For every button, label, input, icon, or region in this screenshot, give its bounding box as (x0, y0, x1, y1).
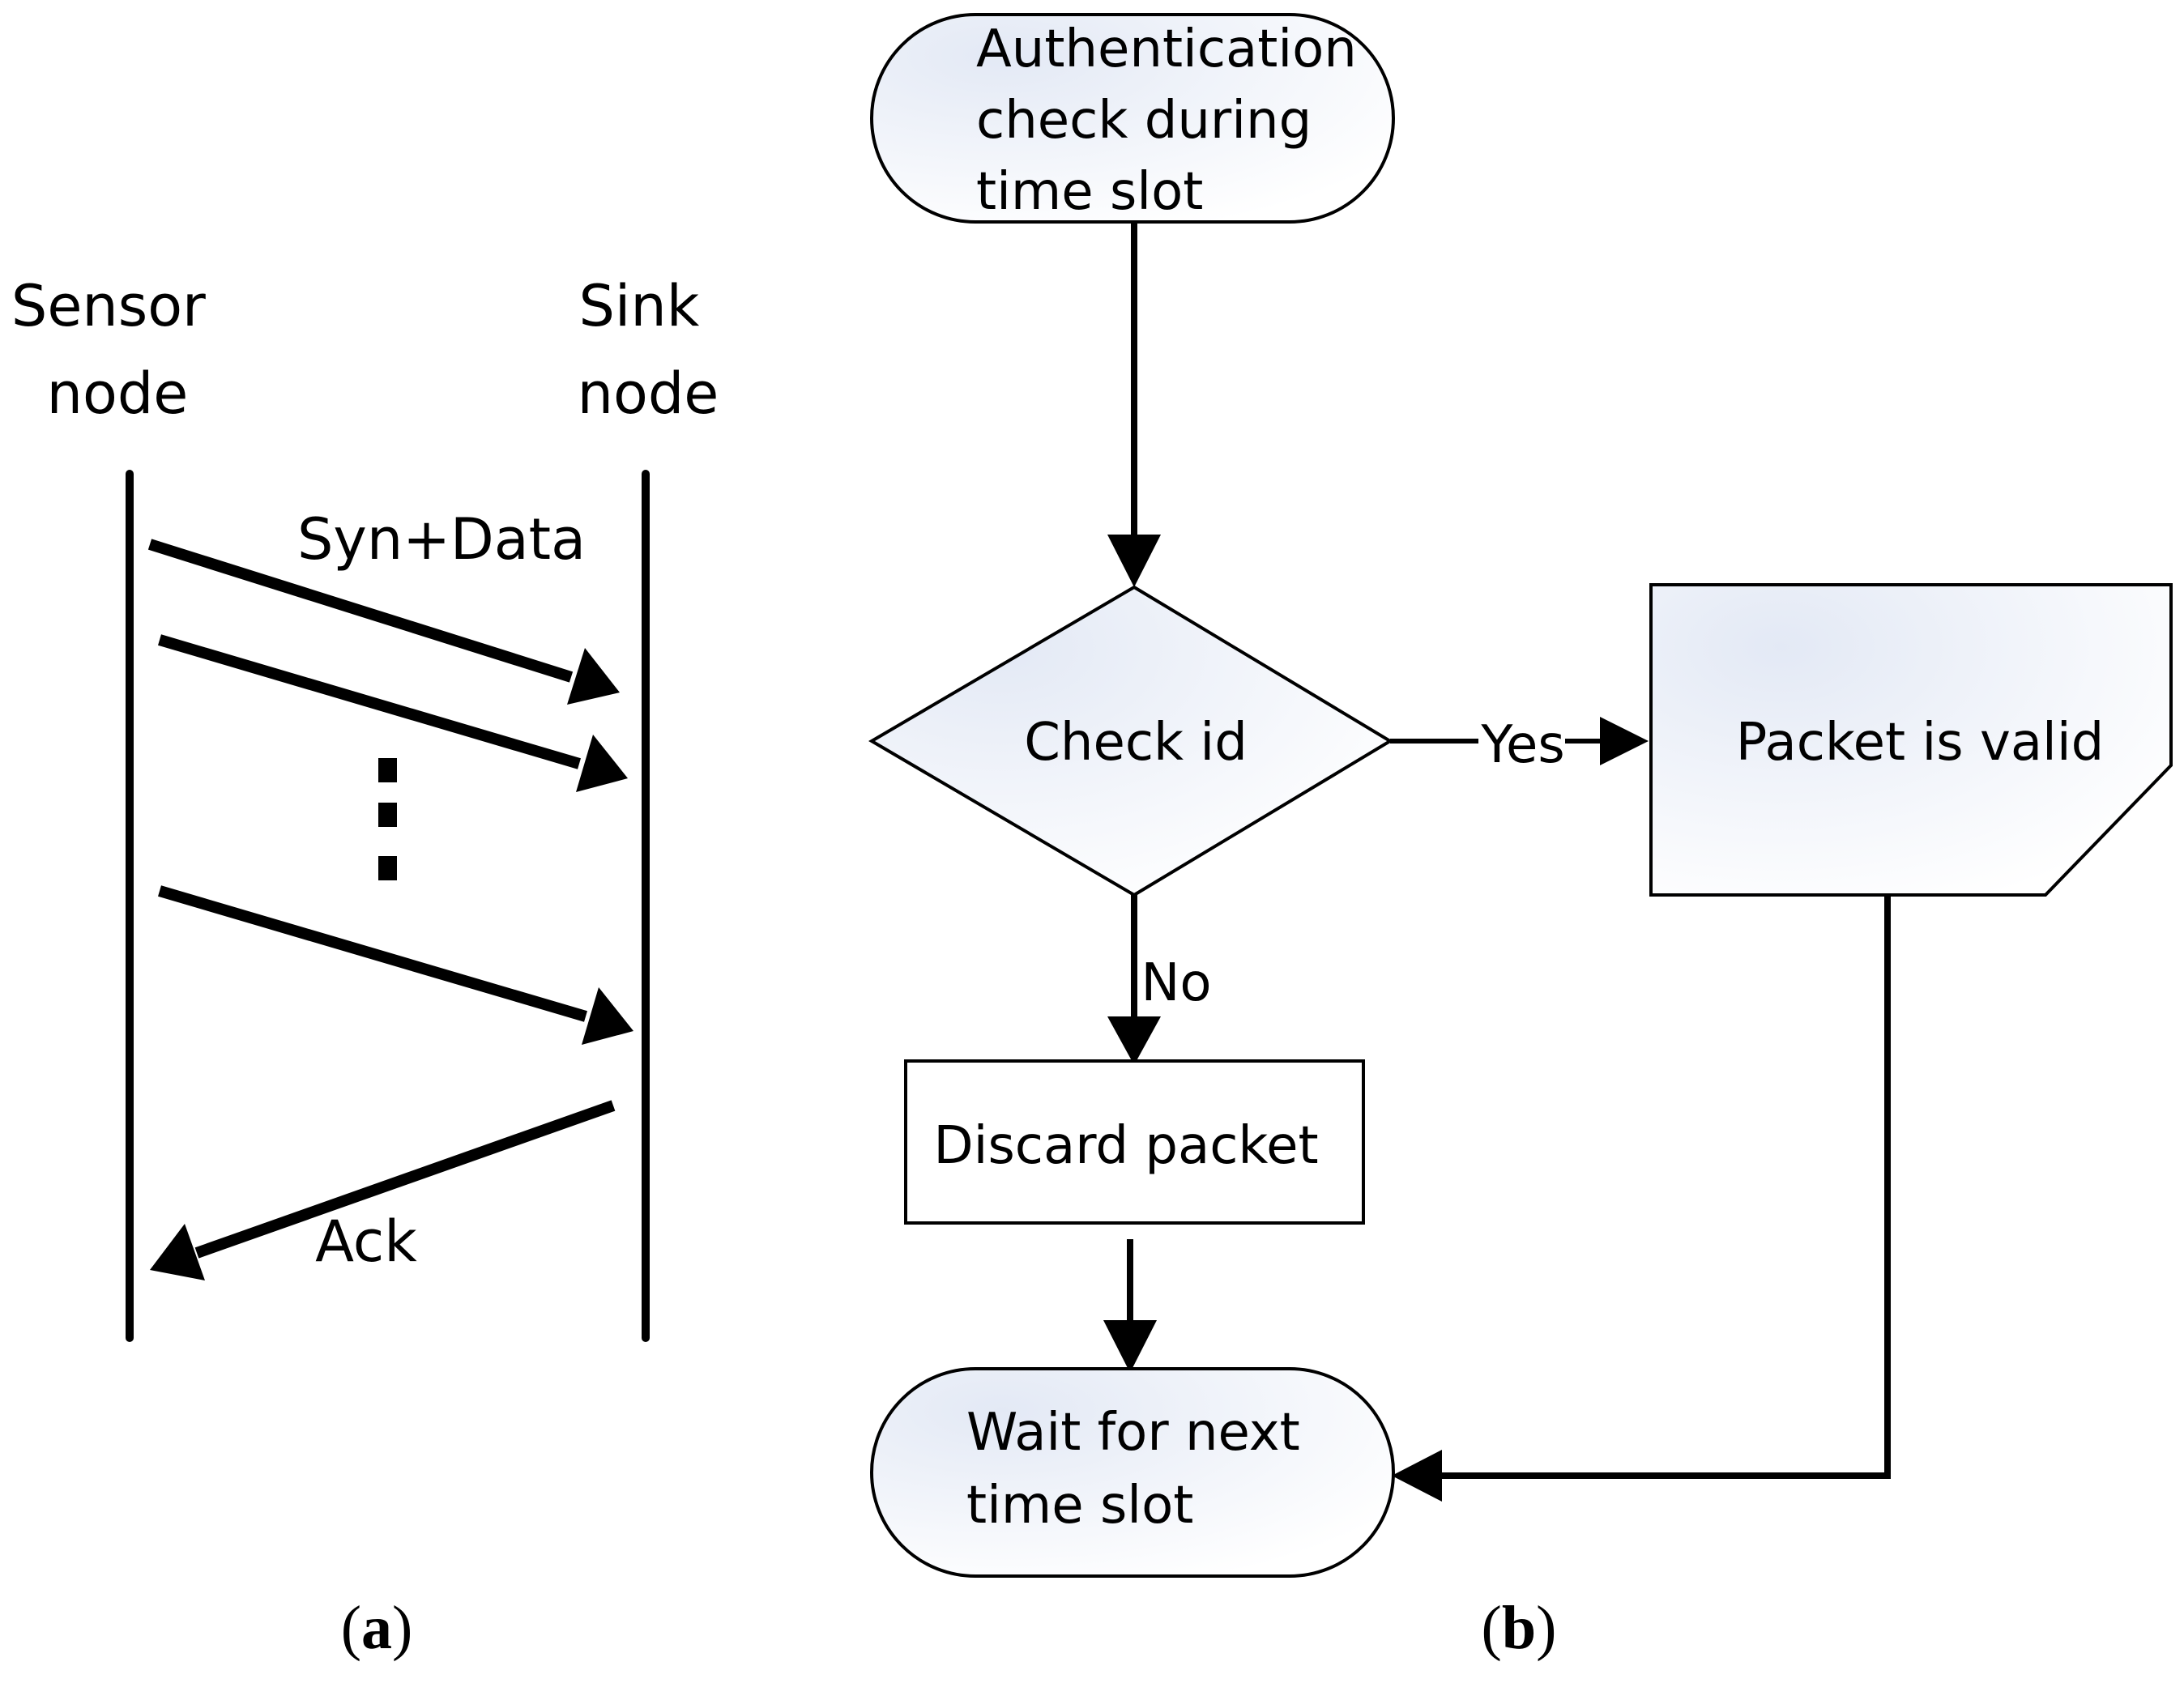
sink-node-label-line1: Sink (578, 273, 699, 339)
caption-a: (a) (341, 1594, 413, 1662)
message-arrow-n (158, 885, 633, 1045)
discard-packet-text: Discard packet (933, 1116, 1318, 1176)
sensor-node-label-line2: node (47, 360, 189, 427)
end-line1: Wait for next (966, 1403, 1300, 1463)
sink-node-label: Sink node (578, 273, 719, 427)
discard-packet-box: Discard packet (904, 1059, 1365, 1225)
no-label: No (1141, 953, 1211, 1013)
check-id-text: Check id (1024, 713, 1248, 773)
sensor-node-label-line1: Sensor (11, 273, 206, 339)
message-arrow-1 (147, 539, 620, 705)
message-arrow-2 (158, 634, 628, 792)
ack-label: Ack (315, 1208, 417, 1275)
check-id-decision: Check id (868, 585, 1393, 897)
arrow-start-to-decision (1107, 222, 1161, 587)
start-line1: Authentication (976, 19, 1357, 79)
arrow-no (1107, 895, 1161, 1065)
ellipsis-dots (378, 758, 397, 880)
end-terminator: Wait for next time slot (870, 1367, 1395, 1578)
packet-valid-text: Packet is valid (1736, 713, 2104, 773)
arrow-valid-to-end (1392, 895, 1891, 1502)
yes-label: Yes (1480, 715, 1564, 775)
ack-arrow (150, 1100, 616, 1280)
panel-a-sequence-diagram: Sensor node Sink node Syn+Data (11, 273, 719, 1662)
panel-b-flowchart: Authentication check during time slot Ch… (868, 13, 2173, 1662)
sink-node-label-line2: node (578, 360, 719, 427)
arrow-discard-to-end (1103, 1239, 1157, 1373)
start-terminator-text: Authentication check during time slot (976, 19, 1373, 222)
start-line3: time slot (976, 162, 1203, 222)
syn-data-label: Syn+Data (297, 506, 586, 573)
end-line2: time slot (966, 1476, 1193, 1536)
arrow-yes (1390, 717, 1649, 765)
packet-valid-box: Packet is valid (1649, 583, 2173, 897)
caption-b: (b) (1482, 1594, 1557, 1662)
start-line2: check during (976, 91, 1312, 151)
end-terminator-text: Wait for next time slot (966, 1403, 1316, 1536)
sensor-node-label: Sensor node (11, 273, 224, 427)
start-terminator: Authentication check during time slot (870, 13, 1395, 224)
